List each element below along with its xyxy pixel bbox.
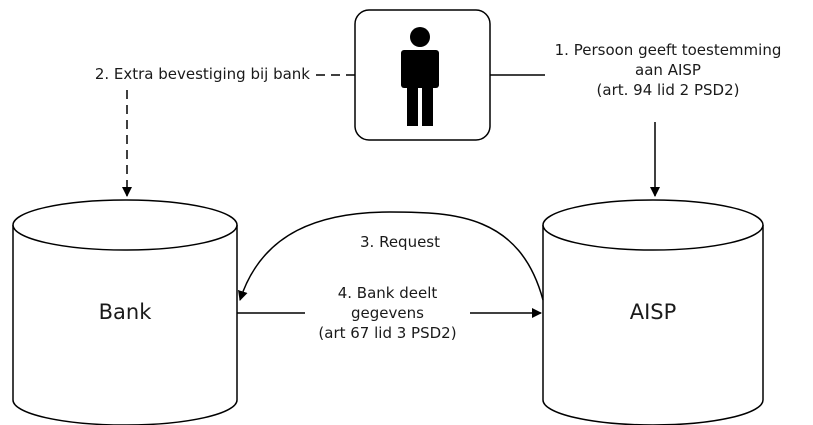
bank-label: Bank <box>98 300 152 324</box>
extra-confirmation-label: 2. Extra bevestiging bij bank <box>94 65 310 83</box>
person-icon <box>401 27 439 126</box>
consent-label-line2: aan AISP <box>635 61 701 79</box>
share-data-label-line2: gegevens <box>351 304 424 322</box>
consent-label-line1: 1. Persoon geeft toestemming <box>554 41 782 59</box>
aisp-cylinder <box>542 199 764 425</box>
consent-label-line3: (art. 94 lid 2 PSD2) <box>596 81 740 99</box>
consent-label: 1. Persoon geeft toestemming aan AISP (a… <box>548 40 788 100</box>
request-arc <box>238 211 544 301</box>
share-data-label-line1: 4. Bank deelt <box>337 284 438 302</box>
share-data-label: 4. Bank deelt gegevens (art 67 lid 3 PSD… <box>305 283 470 343</box>
share-data-label-line3: (art 67 lid 3 PSD2) <box>318 324 457 342</box>
bank-cylinder <box>12 199 238 425</box>
request-label: 3. Request <box>359 233 440 251</box>
aisp-label: AISP <box>629 300 677 324</box>
